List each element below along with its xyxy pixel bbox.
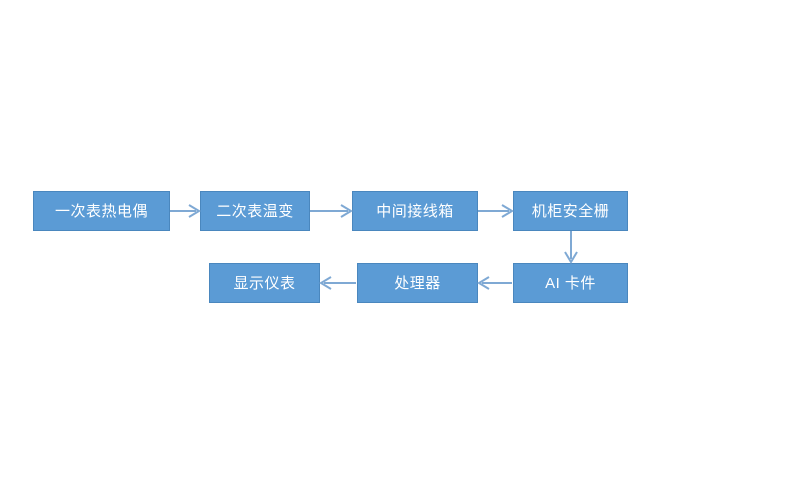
connector-arrow-right-n3-n4 (478, 201, 514, 221)
node-label: 显示仪表 (233, 274, 296, 292)
connector-arrow-right-n1-n2 (170, 201, 201, 221)
connector-arrow-down-n4-n5 (561, 231, 581, 264)
node-label: 机柜安全栅 (531, 202, 610, 220)
node-display-instrument[interactable]: 显示仪表 (209, 263, 320, 303)
node-label: 中间接线箱 (376, 202, 454, 220)
node-label: 处理器 (394, 274, 441, 292)
node-junction-box[interactable]: 中间接线箱 (352, 191, 478, 231)
node-label: 一次表热电偶 (54, 202, 148, 220)
node-label: AI 卡件 (545, 274, 596, 292)
connector-arrow-right-n2-n3 (310, 201, 353, 221)
connector-arrow-left-n6-n7 (319, 273, 357, 293)
node-cabinet-safety-barrier[interactable]: 机柜安全栅 (513, 191, 628, 231)
node-label: 二次表温变 (216, 202, 294, 220)
node-primary-thermocouple[interactable]: 一次表热电偶 (33, 191, 170, 231)
node-ai-card[interactable]: AI 卡件 (513, 263, 628, 303)
connector-arrow-left-n5-n6 (477, 273, 513, 293)
node-secondary-temp-transmitter[interactable]: 二次表温变 (200, 191, 310, 231)
node-processor[interactable]: 处理器 (357, 263, 478, 303)
